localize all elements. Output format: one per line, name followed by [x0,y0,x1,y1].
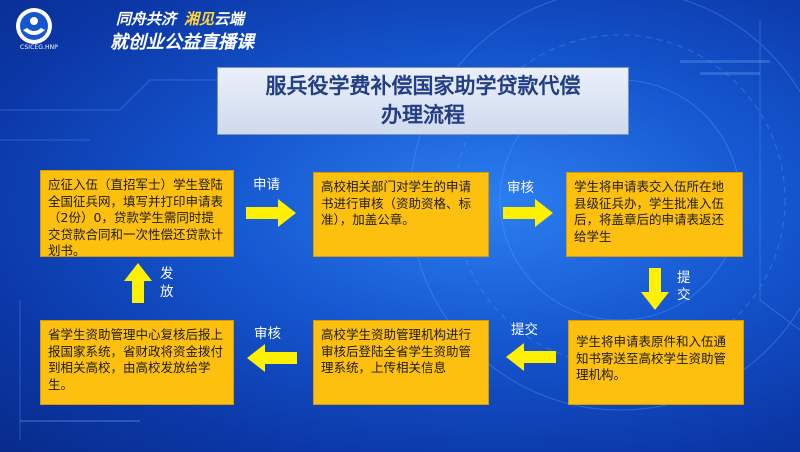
slogan-part-1: 同舟共济 [116,10,177,28]
arrow-left-icon [247,344,297,372]
logo-caption: CSICEG.HNP [20,44,58,51]
label-submit-char-2: 交 [677,287,691,303]
step-school-upload: 高校学生资助管理机构进行审核后登陆全省学生资助管理系统，上传相关信息 [313,320,489,405]
step-recruitment-office: 学生将申请表交入伍所在地县级征兵办，学生批准入伍后，将盖章后的申请表返还给学生 [566,172,743,257]
arrow-left-icon [506,343,556,371]
label-review-1: 审核 [507,180,534,196]
course-title: 就创业公益直播课 [110,32,254,53]
slogan-part-3: 云端 [214,10,245,28]
label-apply: 申请 [253,177,280,193]
label-issue-char-2: 放 [160,284,174,300]
step-school-review: 高校相关部门对学生的申请书进行审核（资助资格、标准），加盖公章。 [313,172,489,257]
label-issue-char-1: 发 [160,266,174,282]
arrow-up-icon [124,263,152,303]
logo-icon [16,8,52,44]
title-line-1: 服兵役学费补偿国家助学贷款代偿 [265,74,581,98]
arrow-down-icon [641,268,669,310]
slogan: 同舟共济湘见云端 [116,8,244,29]
arrow-right-icon [246,199,296,227]
title-line-2: 办理流程 [381,103,465,127]
label-submit: 提交 [511,322,538,338]
page-title: 服兵役学费补偿国家助学贷款代偿 办理流程 [217,67,629,135]
step-province-disburse: 省学生资助管理中心复核后报上报国家系统，省财政将资金拨付到相关高校，由高校发放给… [40,320,234,405]
slogan-part-2: 湘见 [184,10,215,28]
step-apply-online: 应征入伍（直招军士）学生登陆全国征兵网，填写并打印申请表（2份）0，贷款学生需同… [40,170,234,258]
label-review-2: 审核 [254,326,281,342]
arrow-right-icon [503,199,553,227]
step-mail-documents: 学生将申请表原件和入伍通知书寄送至高校学生资助管理机构。 [568,320,744,405]
label-submit-char-1: 提 [677,270,691,286]
